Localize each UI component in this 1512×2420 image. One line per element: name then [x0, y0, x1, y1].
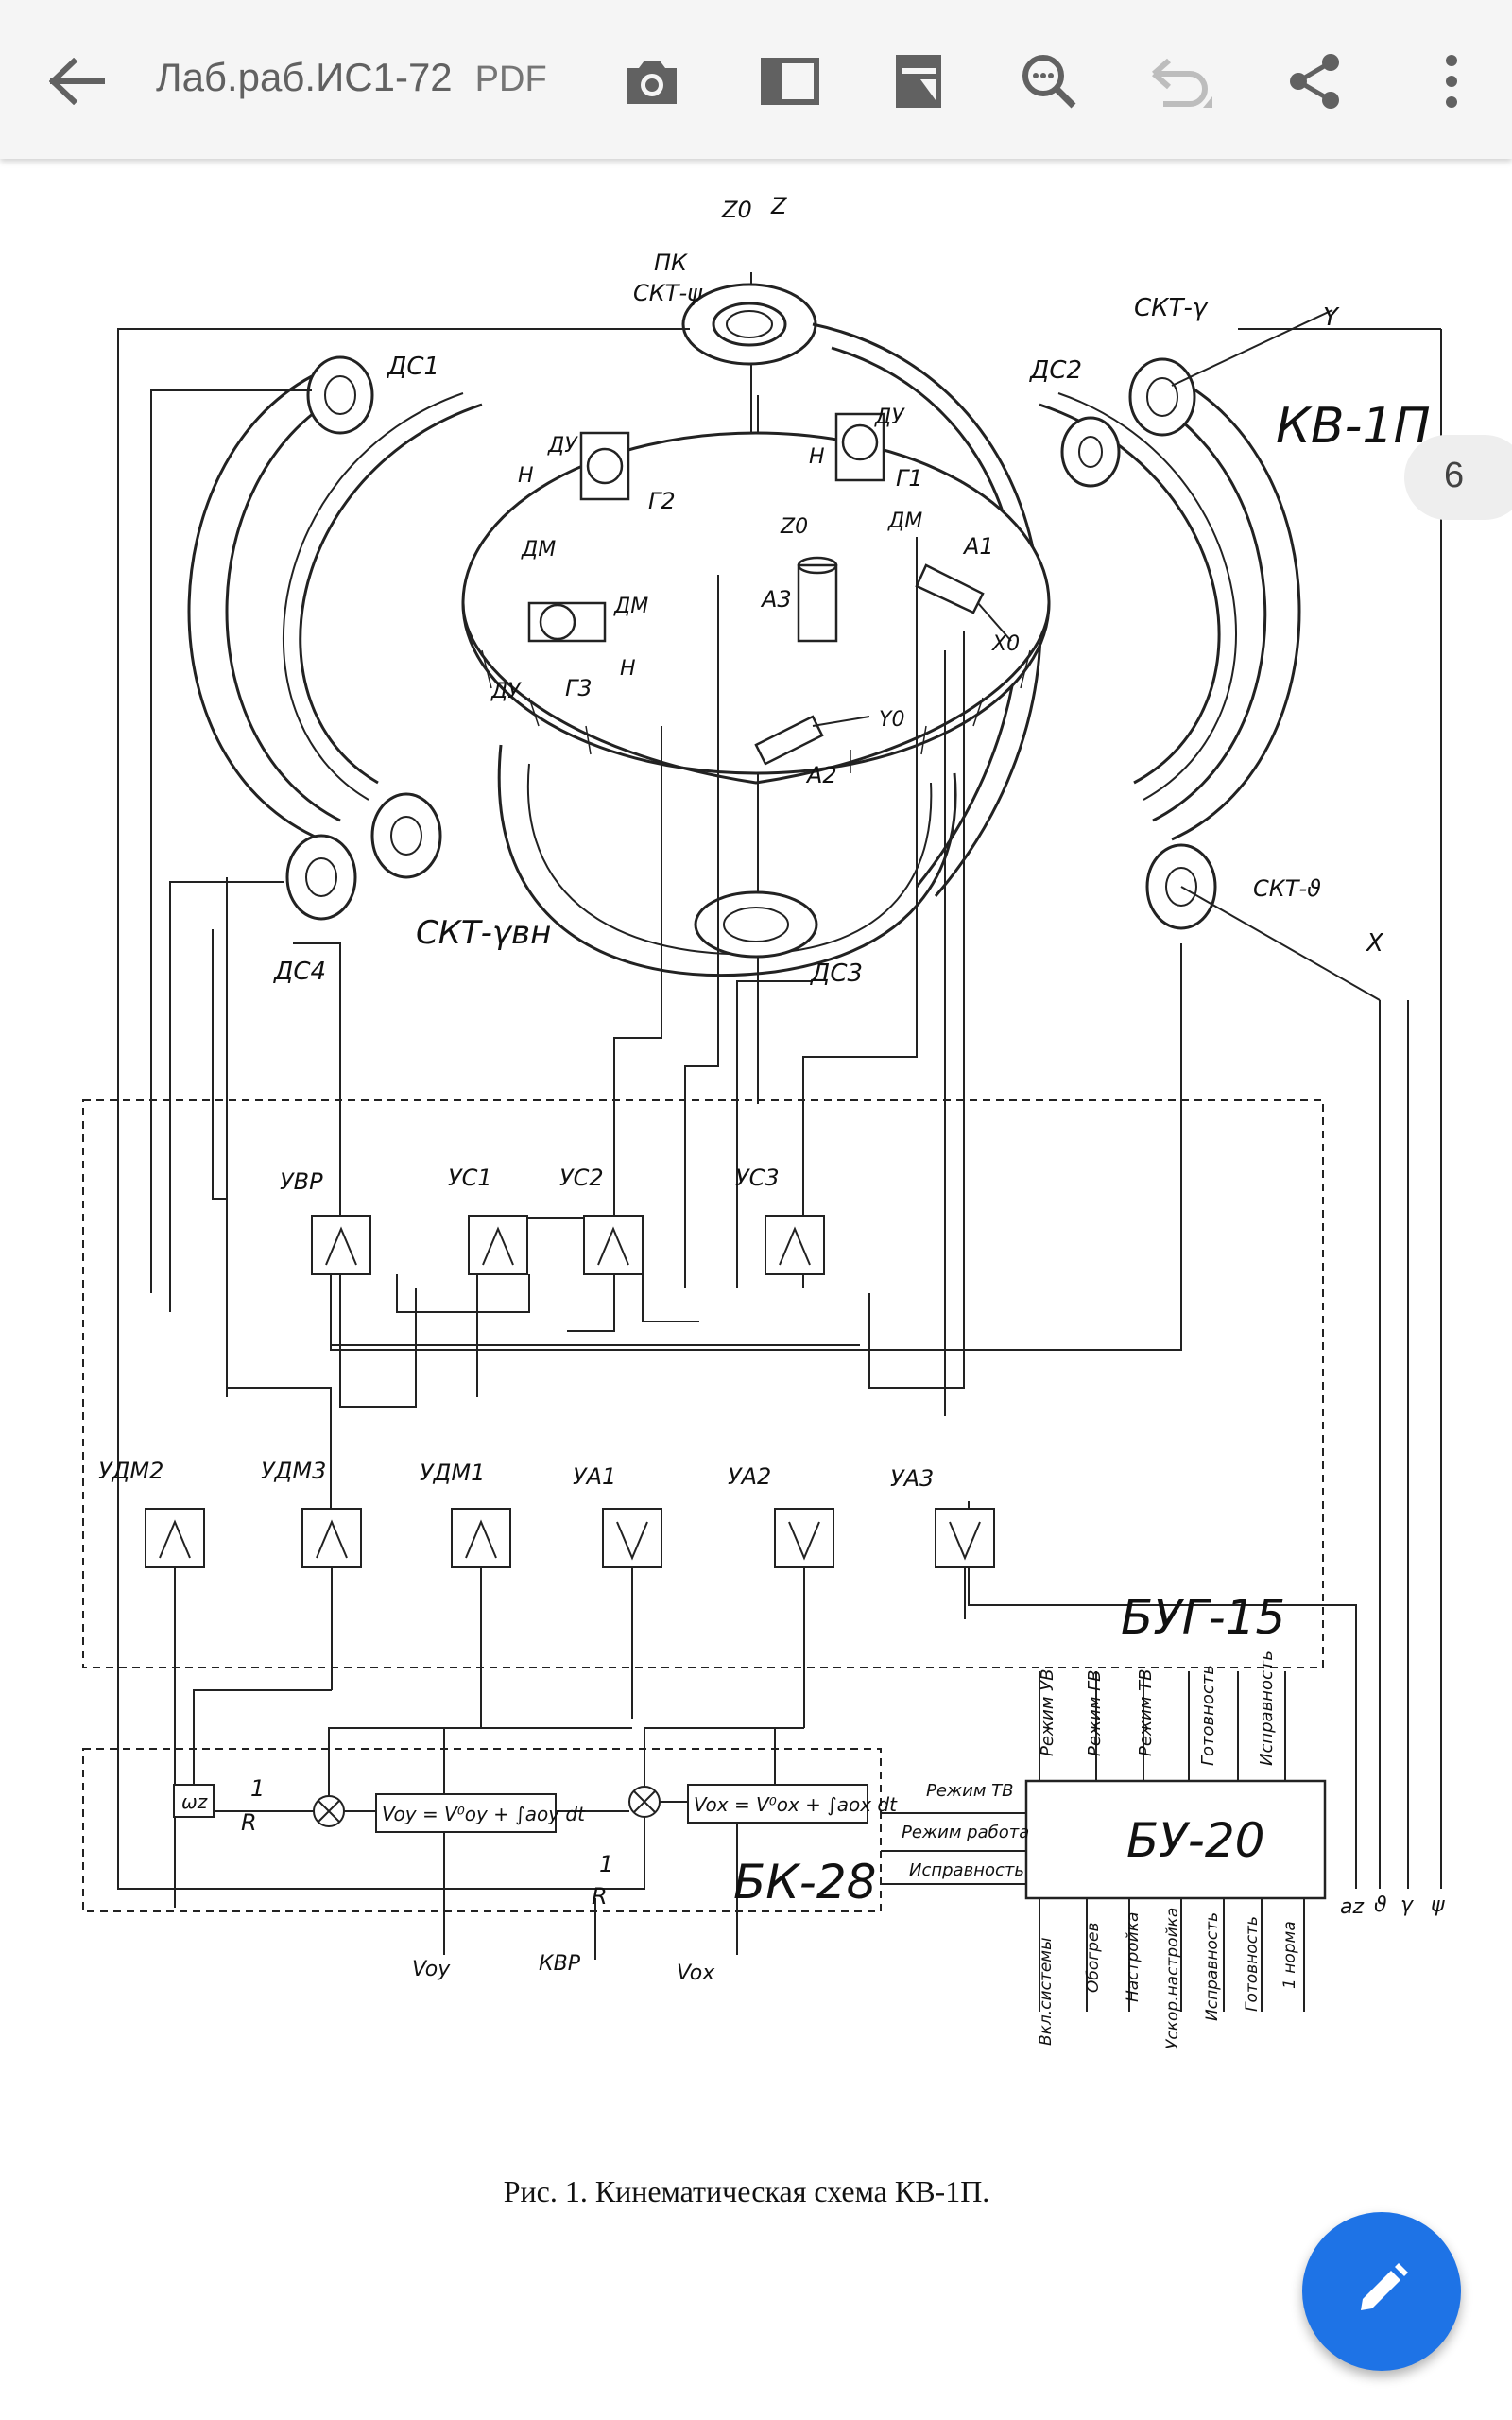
app-toolbar: Лаб.раб.ИС1-72 PDF: [0, 0, 1512, 159]
out-obogrev: Обогрев: [1084, 1923, 1103, 1993]
label-g3: Г3: [565, 675, 593, 701]
camera-icon[interactable]: [612, 42, 692, 121]
label-z0-platform: Z0: [780, 515, 808, 539]
out-nastroika: Настройка: [1124, 1912, 1143, 2002]
voy-formula: Voy = V⁰oy + ∫aoy dt: [382, 1803, 586, 1825]
bug15-title: БУГ-15: [1121, 1590, 1285, 1645]
reading-mode-icon[interactable]: [750, 42, 830, 121]
output-az: az: [1340, 1895, 1364, 1919]
label-z: Z: [770, 193, 787, 219]
label-h-g2: Н: [518, 464, 534, 488]
input-rezhim-uv: Режим УВ: [1038, 1669, 1057, 1756]
label-us2: УС2: [559, 1165, 604, 1191]
bu20-title: БУ-20: [1126, 1813, 1264, 1868]
edit-fab-button[interactable]: [1302, 2212, 1461, 2371]
label-g1: Г1: [896, 465, 923, 492]
export-icon[interactable]: [879, 42, 958, 121]
label-omega-z: ωz: [181, 1790, 208, 1813]
figure-caption: Рис. 1. Кинематическая схема КВ-1П.: [503, 2174, 990, 2208]
output-voy: Voy: [412, 1958, 451, 1981]
label-one-1: 1: [250, 1775, 265, 1802]
label-skt-psi: СКТ-ψ: [633, 280, 703, 306]
out-vkl-sistemy: Вкл.системы: [1037, 1937, 1056, 2046]
share-icon[interactable]: [1276, 42, 1355, 121]
label-dm-g1: ДМ: [887, 510, 922, 533]
label-ds2: ДС2: [1029, 356, 1082, 385]
label-skt-theta: СКТ-ϑ: [1253, 875, 1321, 902]
label-du-g3: ДУ: [490, 680, 522, 703]
label-ua3: УА3: [890, 1465, 934, 1492]
input-rezhim-tv: Режим ТВ: [1136, 1669, 1156, 1757]
document-name: Лаб.раб.ИС1-72: [156, 55, 453, 99]
label-dm-g3: ДМ: [613, 595, 648, 618]
signal-rezhim-rabota: Режим работа: [902, 1823, 1029, 1842]
input-gotovnost: Готовность: [1198, 1665, 1218, 1766]
label-r-1: R: [241, 1809, 257, 1836]
out-uskor-nastroika: Ускор.настройка: [1163, 1908, 1182, 2049]
label-dm-g2: ДМ: [521, 538, 556, 562]
label-du-g2: ДУ: [547, 434, 578, 458]
label-ds1: ДС1: [387, 353, 439, 381]
label-a2: А2: [805, 762, 837, 788]
output-theta: ϑ: [1374, 1893, 1387, 1917]
label-us1: УС1: [448, 1165, 492, 1191]
label-r-2: R: [592, 1883, 608, 1910]
label-one-2: 1: [599, 1851, 613, 1877]
more-vert-icon[interactable]: [1412, 42, 1491, 121]
label-ua1: УА1: [573, 1463, 616, 1490]
search-icon[interactable]: [1009, 42, 1089, 121]
label-skt-gamma-vn: СКТ-γвн: [416, 914, 551, 952]
label-h-g3: Н: [620, 657, 636, 681]
input-ispravnost: Исправность: [1257, 1651, 1277, 1766]
label-kv1p: КВ-1П: [1276, 398, 1431, 455]
label-y-axis: Y: [1323, 303, 1340, 332]
label-pk: ПК: [654, 250, 688, 276]
undo-icon[interactable]: [1142, 42, 1221, 121]
out-ispravnost: Исправность: [1203, 1912, 1222, 2021]
output-kvr: КВР: [539, 1952, 581, 1976]
label-udm2: УДМ2: [98, 1458, 163, 1484]
label-a1: А1: [962, 533, 994, 560]
page-number-indicator: 6: [1404, 435, 1512, 520]
label-uvr: УВР: [280, 1168, 323, 1195]
label-us3: УС3: [735, 1165, 780, 1191]
label-g2: Г2: [648, 488, 676, 514]
label-du-g1: ДУ: [874, 406, 905, 429]
label-ua2: УА2: [728, 1463, 771, 1490]
label-udm1: УДМ1: [420, 1460, 485, 1486]
vox-formula: Vox = V⁰ox + ∫aox dt: [694, 1793, 898, 1816]
label-udm3: УДМ3: [261, 1458, 326, 1484]
out-gotovnost: Готовность: [1243, 1916, 1262, 2012]
document-title: Лаб.раб.ИС1-72 PDF: [156, 55, 547, 100]
label-x-axis: X: [1365, 929, 1384, 958]
signal-ispravnost: Исправность: [909, 1860, 1024, 1880]
label-z0: Z0: [721, 197, 752, 223]
kinematic-diagram: Z0 Z ПК СКТ-ψ СКТ-γ Y X ДС1 ДС2 ДС3 ДС4 …: [82, 193, 1445, 2049]
signal-rezhim-tv: Режим ТВ: [926, 1781, 1014, 1801]
label-h-g1: Н: [809, 445, 825, 469]
label-a3: А3: [760, 586, 792, 613]
out-1-norma: 1 норма: [1280, 1921, 1299, 1989]
output-vox: Vox: [677, 1962, 715, 1985]
label-ds4: ДС4: [273, 958, 326, 986]
file-type-label: PDF: [474, 60, 547, 99]
back-arrow-icon[interactable]: [38, 42, 117, 121]
label-x0: X0: [991, 632, 1020, 656]
label-skt-gamma: СКТ-γ: [1134, 294, 1209, 322]
bk28-title: БК-28: [733, 1855, 876, 1910]
output-gamma: γ: [1400, 1893, 1414, 1917]
output-psi: ψ: [1431, 1893, 1445, 1917]
pencil-icon: [1351, 2259, 1412, 2325]
input-rezhim-gv: Режим ГВ: [1085, 1669, 1105, 1756]
label-y0: Y0: [879, 708, 904, 732]
label-ds3: ДС3: [810, 959, 863, 988]
